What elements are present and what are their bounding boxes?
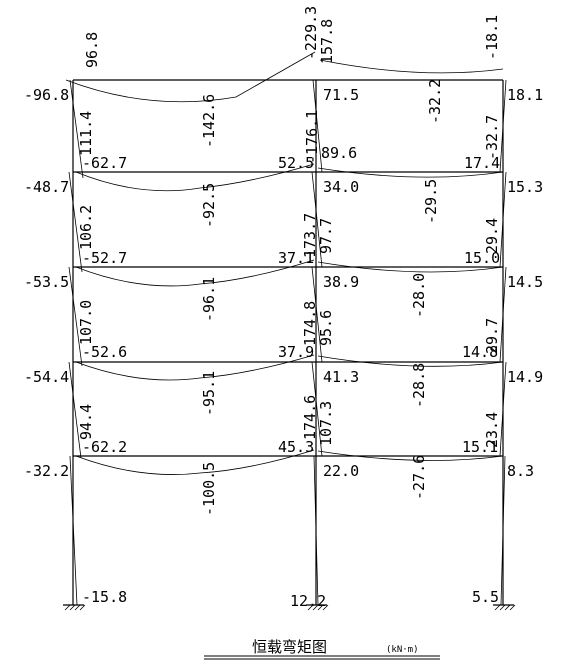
curve-right-col-3: [499, 266, 507, 363]
moment-label: -96.1: [200, 277, 218, 322]
moment-label: 173.7: [301, 213, 319, 258]
moment-label: 14.9: [507, 368, 543, 386]
moment-label: 94.4: [77, 404, 95, 440]
support-right: [493, 604, 516, 611]
moment-label: -142.6: [200, 94, 218, 148]
moment-label: 111.4: [77, 111, 95, 156]
curve-l4-right-span: [317, 167, 504, 178]
moment-label: -52.7: [82, 249, 127, 267]
curve-l1-right-span: [317, 450, 504, 461]
curve-right-col-1: [500, 455, 506, 606]
moment-label: 15.1: [462, 438, 498, 456]
moment-label: 157.8: [318, 19, 336, 64]
moment-label: -62.7: [82, 154, 127, 172]
moment-label: 14.8: [462, 343, 498, 361]
curve-left-col-2: [68, 361, 82, 459]
moment-label: 37.1: [278, 249, 314, 267]
moment-label: 45.3: [278, 438, 314, 456]
moment-label: 38.9: [323, 273, 359, 291]
curve-right-col-2: [499, 361, 507, 457]
moment-label: 8.3: [507, 462, 534, 480]
moment-label: 15.3: [507, 178, 543, 196]
curve-left-col-4: [68, 171, 83, 273]
moment-label: -32.2: [24, 462, 69, 480]
moment-label: -95.1: [200, 371, 218, 416]
moment-label: -92.5: [200, 183, 218, 228]
moment-label: 107.3: [317, 401, 335, 446]
curve-left-col-5: [69, 79, 84, 179]
moment-label: -96.8: [24, 86, 69, 104]
curve-right-col-4: [499, 171, 507, 268]
moment-label: 71.5: [323, 86, 359, 104]
curve-mid-col-4: [311, 171, 323, 268]
moment-label: -53.5: [24, 273, 69, 291]
curve-left-col-1: [69, 455, 78, 606]
moment-label: 5.5: [472, 588, 499, 606]
moment-label: 29.4: [483, 218, 501, 254]
moment-label: 96.8: [83, 32, 101, 68]
moment-label: -176.1: [303, 110, 321, 164]
moment-label: -32.2: [426, 79, 444, 124]
fixed-supports: [63, 604, 516, 611]
moment-label: -27.6: [410, 455, 428, 500]
moment-label: -28.8: [410, 363, 428, 408]
moment-label: 174.8: [301, 301, 319, 346]
moment-label: 97.7: [317, 218, 335, 254]
moment-label: -100.5: [200, 462, 218, 516]
moment-label: -32.7: [483, 115, 501, 160]
moment-label: 95.6: [317, 310, 335, 346]
diagram-unit: (kN·m): [386, 645, 419, 655]
moment-label: 22.0: [323, 462, 359, 480]
moment-label: 41.3: [323, 368, 359, 386]
curve-mid-col-3: [311, 266, 323, 363]
moment-label: 107.0: [77, 300, 95, 345]
support-left: [63, 604, 86, 611]
moment-label: 52.5: [278, 154, 314, 172]
moment-label: -29.5: [422, 179, 440, 224]
moment-label: -54.4: [24, 368, 69, 386]
moment-label: -15.8: [82, 588, 127, 606]
moment-label: -48.7: [24, 178, 69, 196]
curve-l4-left-span: [75, 163, 315, 192]
moment-label: -28.0: [410, 273, 428, 318]
curve-l3-right-span: [317, 261, 504, 273]
moment-label: -229.3: [302, 6, 320, 60]
moment-label: 12.2: [290, 592, 326, 610]
moment-label: 29.7: [483, 318, 501, 354]
curve-mid-col-5: [312, 79, 323, 173]
moment-label: -62.2: [82, 438, 127, 456]
moment-label: 15.0: [464, 249, 500, 267]
curve-left-col-3: [68, 266, 83, 367]
curve-mid-col-2: [311, 361, 323, 457]
curve-l3-left-span: [75, 259, 315, 287]
moment-label: 18.1: [507, 86, 543, 104]
curve-roof-left-span: [65, 51, 316, 103]
curve-roof-right-span: [319, 59, 504, 74]
curve-mid-col-1: [313, 455, 319, 606]
moment-labels: 96.8 -229.3 157.8 -18.1 -96.8 -142.6 71.…: [24, 6, 543, 610]
moment-label: 37.9: [278, 343, 314, 361]
curve-l1-left-span: [75, 449, 315, 475]
moment-label: 106.2: [77, 205, 95, 250]
moment-label: 89.6: [321, 144, 357, 162]
moment-label: 174.6: [301, 395, 319, 440]
curve-right-col-5: [499, 79, 507, 173]
diagram-title: 恒载弯矩图: [252, 638, 327, 656]
curve-l2-left-span: [75, 354, 315, 381]
moment-label: -18.1: [483, 15, 501, 60]
curve-l2-right-span: [317, 355, 504, 367]
beam-moment-curves: [65, 51, 504, 475]
moment-label: -52.6: [82, 343, 127, 361]
moment-label: 23.4: [483, 412, 501, 448]
moment-label: 14.5: [507, 273, 543, 291]
support-middle: [306, 604, 329, 611]
moment-label: 34.0: [323, 178, 359, 196]
diagram-caption: 恒载弯矩图 (kN·m): [204, 638, 440, 660]
moment-label: 17.4: [464, 154, 500, 172]
column-moment-curves: [68, 79, 507, 606]
